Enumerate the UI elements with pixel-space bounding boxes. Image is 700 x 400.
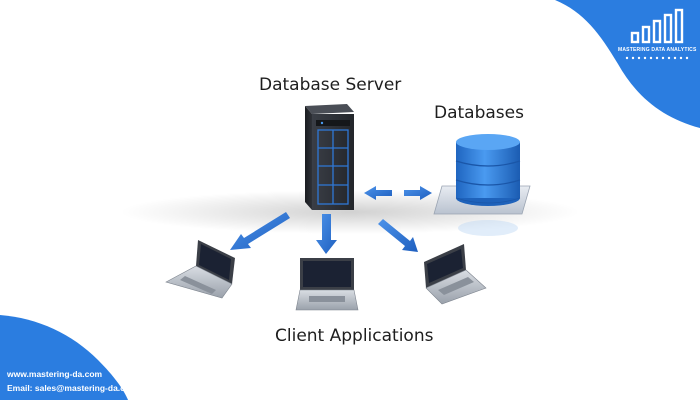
arrow-icon	[230, 186, 432, 254]
database-server-label: Database Server	[259, 75, 402, 95]
client-applications-label: Client Applications	[275, 326, 434, 346]
database-icon	[433, 134, 531, 236]
databases-label: Databases	[434, 103, 524, 123]
laptop-icon	[424, 244, 487, 305]
logo-bars-icon	[630, 8, 684, 44]
top-right-brand-swoosh	[555, 0, 700, 128]
logo-dots	[625, 56, 689, 60]
email-contact[interactable]: Email: sales@mastering-da.com	[7, 383, 138, 393]
laptop-icon	[295, 258, 359, 311]
website-link[interactable]: www.mastering-da.com	[7, 369, 103, 379]
bottom-left-brand-swoosh	[0, 315, 128, 400]
laptop-icon	[165, 240, 235, 299]
brand-name: MASTERING DATA ANALYTICS	[618, 47, 697, 53]
server-icon	[305, 104, 354, 210]
